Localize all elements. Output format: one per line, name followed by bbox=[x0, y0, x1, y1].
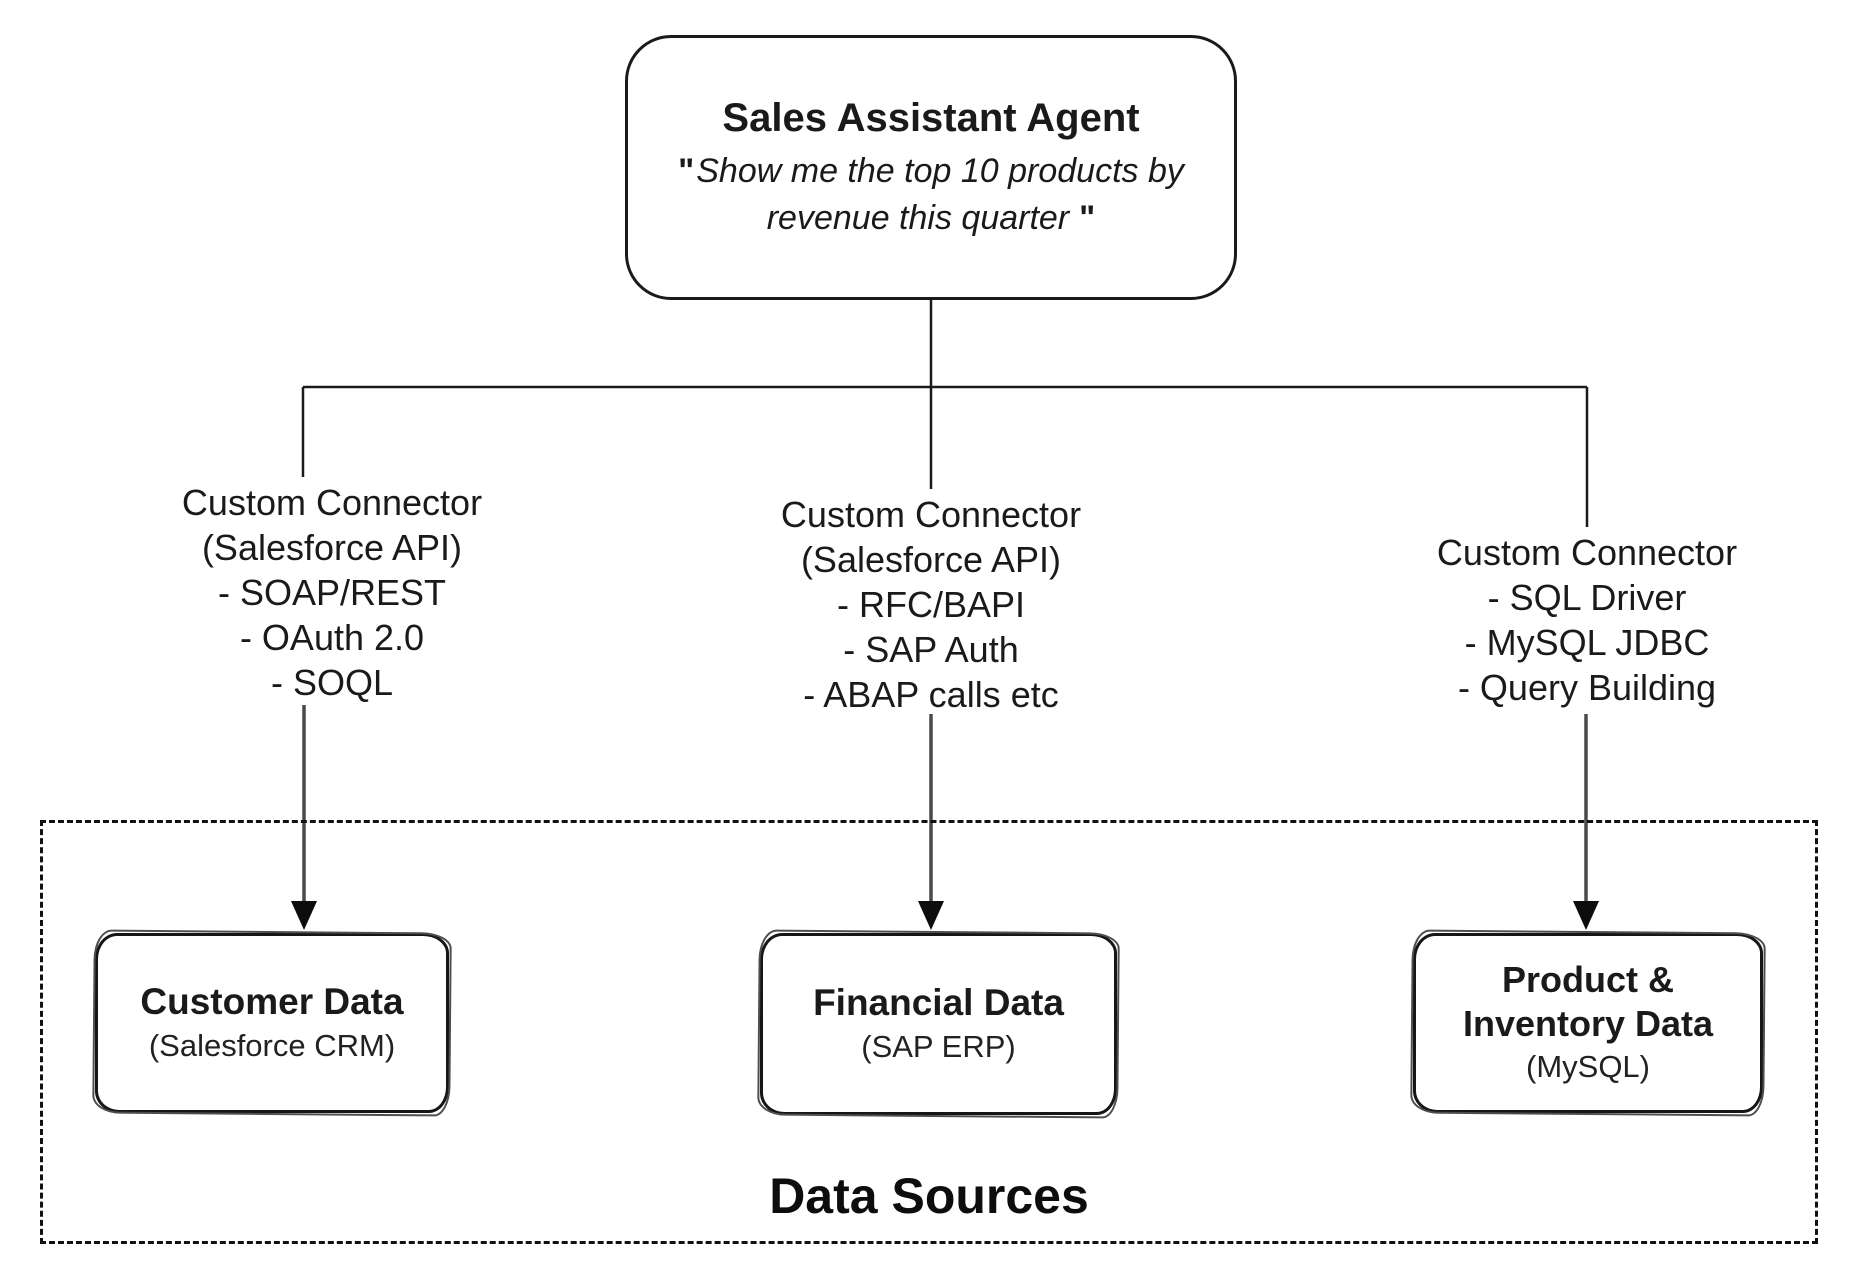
connector-line: - SOQL bbox=[270, 662, 394, 703]
quote-line-1: Show me the top 10 products by bbox=[696, 151, 1184, 190]
agent-quote: "Show me the top 10 products by revenue … bbox=[678, 148, 1184, 242]
product-inventory-data-title: Product & Inventory Data bbox=[1462, 959, 1714, 1044]
connector-label-mysql: Custom Connector - SQL Driver - MySQL JD… bbox=[1367, 530, 1807, 710]
quote-line-2: revenue this quarter bbox=[766, 198, 1070, 237]
agent-box: Sales Assistant Agent "Show me the top 1… bbox=[625, 35, 1237, 300]
connector-line: Custom Connector bbox=[181, 482, 483, 523]
financial-data-subtitle: (SAP ERP) bbox=[861, 1029, 1016, 1064]
financial-data-box: Financial Data (SAP ERP) bbox=[760, 933, 1117, 1115]
connector-line: - OAuth 2.0 bbox=[239, 617, 425, 658]
connector-line: - SAP Auth bbox=[843, 629, 1019, 670]
connector-label-salesforce: Custom Connector (Salesforce API) - SOAP… bbox=[112, 480, 552, 705]
connector-line: Custom Connector bbox=[1436, 532, 1738, 573]
quote-close-mark: " bbox=[1079, 198, 1096, 237]
connector-line: - SOAP/REST bbox=[217, 572, 447, 613]
connector-line: Custom Connector bbox=[780, 494, 1082, 535]
connector-label-sap: Custom Connector (Salesforce API) - RFC/… bbox=[711, 492, 1151, 717]
data-sources-container: Data Sources bbox=[40, 820, 1818, 1244]
agent-box-title: Sales Assistant Agent bbox=[722, 95, 1140, 140]
customer-data-box: Customer Data (Salesforce CRM) bbox=[95, 933, 449, 1113]
connector-line: - MySQL JDBC bbox=[1464, 622, 1710, 663]
connector-line: - SQL Driver bbox=[1487, 577, 1687, 618]
connector-line: - RFC/BAPI bbox=[836, 584, 1025, 625]
connector-line: (Salesforce API) bbox=[800, 539, 1062, 580]
customer-data-title: Customer Data bbox=[140, 981, 404, 1022]
product-inventory-data-box: Product & Inventory Data (MySQL) bbox=[1413, 933, 1763, 1113]
connector-line: (Salesforce API) bbox=[201, 527, 463, 568]
data-sources-label: Data Sources bbox=[769, 1168, 1089, 1224]
customer-data-subtitle: (Salesforce CRM) bbox=[148, 1028, 396, 1063]
connector-line: - ABAP calls etc bbox=[803, 674, 1059, 715]
product-inventory-data-subtitle: (MySQL) bbox=[1526, 1049, 1650, 1084]
connector-line: - Query Building bbox=[1457, 667, 1717, 708]
financial-data-title: Financial Data bbox=[813, 982, 1064, 1023]
quote-open-mark: " bbox=[678, 151, 695, 190]
